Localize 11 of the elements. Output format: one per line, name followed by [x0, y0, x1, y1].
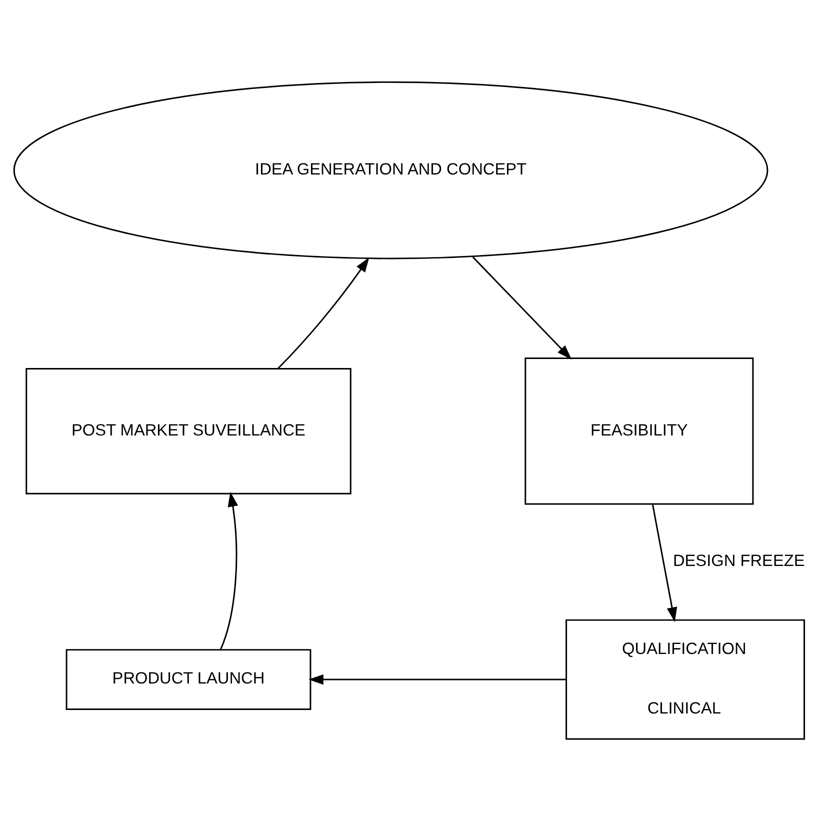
arrow: [472, 256, 572, 360]
node-box: POST MARKET SUVEILLANCE: [26, 367, 352, 494]
node-box: FEASIBILITY: [524, 357, 754, 504]
node-ellipse: IDEA GENERATION AND CONCEPT: [13, 80, 768, 259]
arrow: [308, 674, 566, 684]
arrow: [652, 504, 678, 622]
node-box: PRODUCT LAUNCH: [66, 648, 312, 710]
edge-label: DESIGN FREEZE: [672, 552, 805, 570]
node-box: QUALIFICATION CLINICAL: [566, 618, 805, 740]
arrow: [220, 491, 238, 650]
arrow: [277, 256, 370, 369]
